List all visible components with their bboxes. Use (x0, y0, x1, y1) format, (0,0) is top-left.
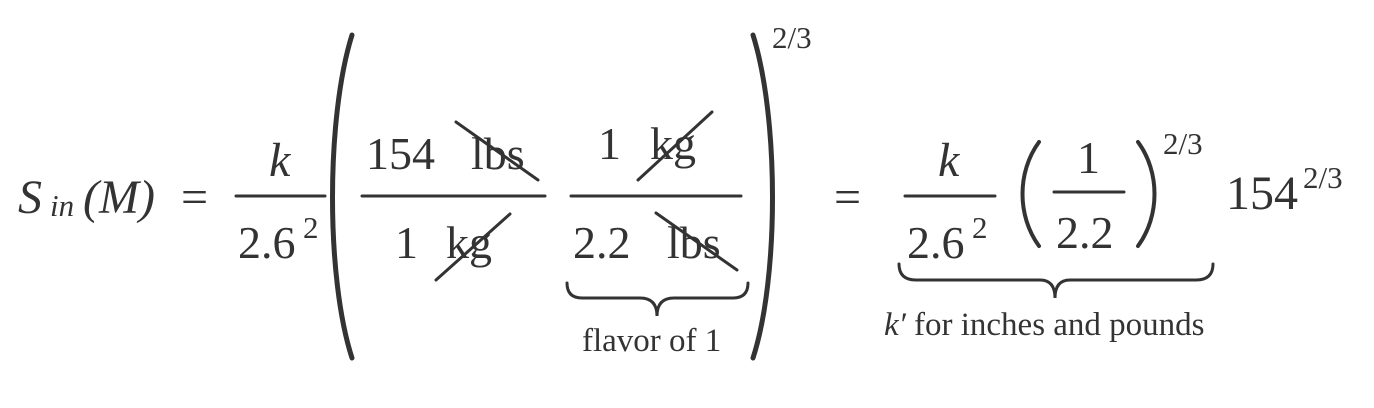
paren-fraction-numerator: 1 (1077, 132, 1100, 183)
conv2-num-unit: kg (650, 118, 696, 169)
big-left-paren (330, 32, 355, 361)
cancel-kg-2 (636, 110, 714, 182)
conv2-den-value: 2.2 (573, 217, 631, 268)
cancel-lbs-1 (454, 120, 540, 182)
big-right-paren (750, 32, 775, 361)
lhs-symbol: S (18, 171, 42, 224)
rhs-base: 154 (1226, 167, 1298, 220)
brace-note-symbol: k′ (884, 307, 906, 343)
fraction2-denominator: 2.6 (907, 217, 965, 268)
paren-fraction-denominator: 2.2 (1056, 207, 1114, 258)
fraction1-numerator: k (269, 134, 291, 187)
fraction2-numerator: k (938, 134, 960, 187)
small-right-paren (1136, 140, 1157, 248)
conv2-num-value: 1 (598, 118, 621, 169)
cancel-lbs-2 (654, 211, 739, 272)
fraction1-denominator: 2.6 (238, 217, 296, 268)
cancel-kg-1 (434, 212, 512, 282)
conv1-den-value: 1 (395, 217, 418, 268)
equals-sign-2: = (834, 171, 862, 224)
small-left-paren (1020, 140, 1041, 248)
brace-note-flavor: flavor of 1 (582, 323, 722, 359)
fraction1-exponent: 2 (303, 210, 319, 245)
equals-sign-1: = (181, 171, 209, 224)
rhs-base-exponent: 2/3 (1303, 160, 1343, 195)
paren-exponent: 2/3 (1163, 126, 1203, 161)
conv1-den-unit: kg (446, 217, 492, 268)
lhs-argument: (M) (83, 171, 155, 224)
underbrace-kprime (897, 262, 1215, 299)
outer-exponent: 2/3 (772, 20, 812, 55)
underbrace-flavor (565, 281, 750, 317)
fraction2-exponent: 2 (972, 210, 988, 245)
conv1-num-value: 154 (366, 128, 435, 179)
brace-note-text: for inches and pounds (914, 307, 1205, 343)
lhs-subscript: in (50, 188, 75, 223)
